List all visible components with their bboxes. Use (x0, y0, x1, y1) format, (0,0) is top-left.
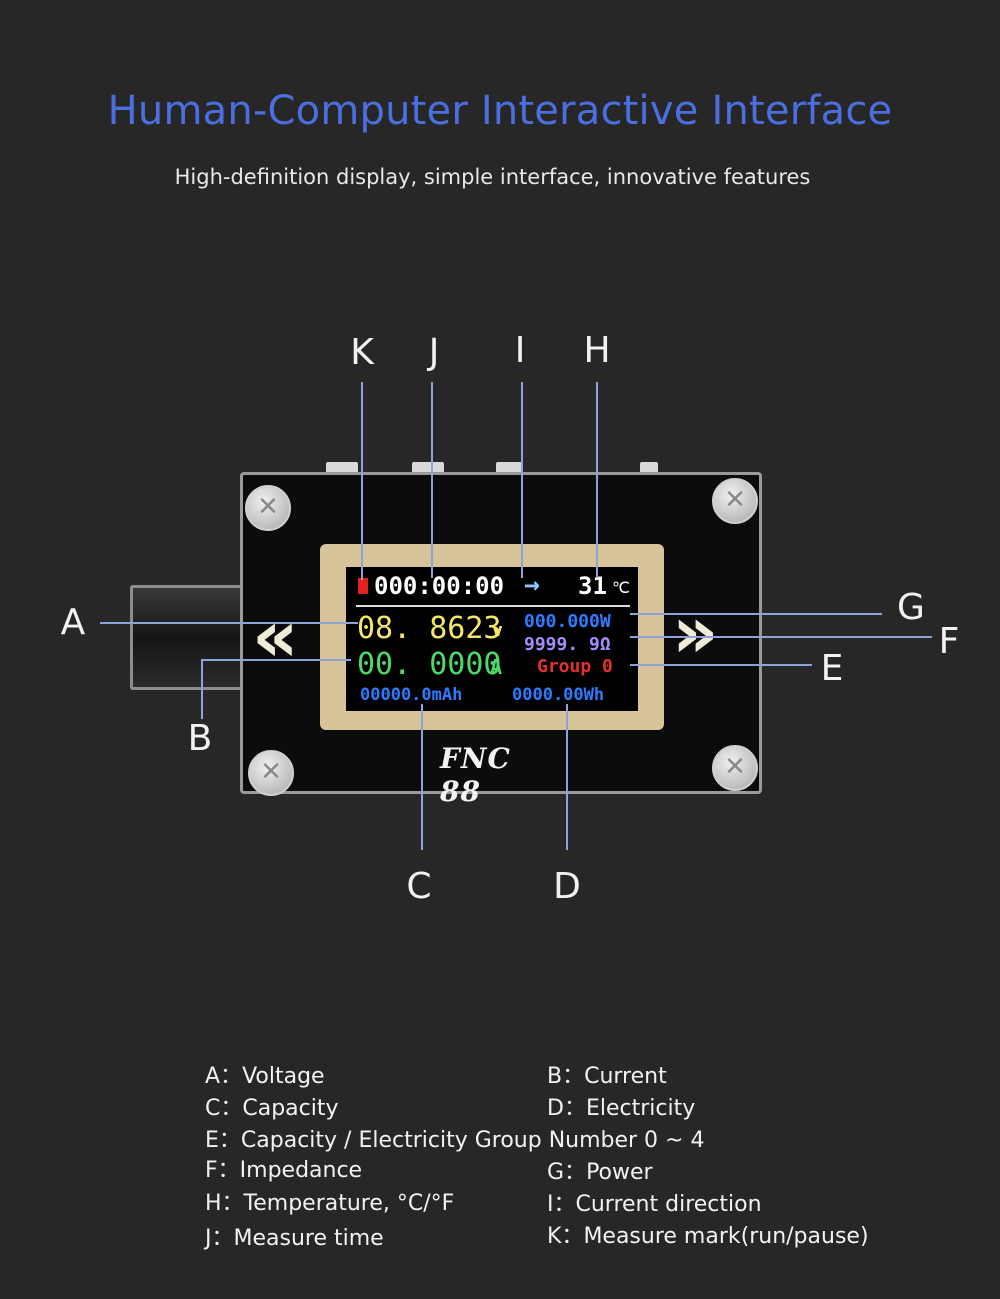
measure-time: 000:00:00 (374, 572, 505, 600)
callout-line-d (566, 704, 568, 850)
usb-c-connector (130, 585, 242, 690)
top-tab (326, 462, 358, 474)
screw-icon: ✕ (245, 485, 291, 531)
screw-icon: ✕ (248, 750, 294, 796)
legend-item: H：Temperature, °C/°F (205, 1191, 455, 1216)
top-tab (640, 462, 658, 474)
callout-label-j: J (428, 332, 440, 373)
callout-label-i: I (514, 330, 526, 371)
callout-line-j (431, 382, 433, 578)
temperature-unit: ℃ (612, 578, 630, 597)
callout-line-b (201, 659, 351, 661)
callout-label-h: H (583, 330, 611, 371)
screen-divider (356, 605, 630, 607)
callout-label-f: F (938, 621, 960, 662)
legend-item: I：Current direction (547, 1192, 762, 1217)
legend-item: C：Capacity (205, 1096, 339, 1121)
current-value: 00. 0000 (357, 647, 502, 682)
callout-line-i (521, 382, 523, 578)
callout-line-b-drop (201, 659, 203, 719)
top-tab (412, 462, 444, 474)
energy-value: 0000.00Wh (512, 685, 605, 705)
power-value: 000.000W (524, 611, 611, 632)
screw-icon: ✕ (712, 745, 758, 791)
callout-label-c: C (406, 866, 432, 907)
callout-line-g (630, 613, 882, 615)
callout-line-k (361, 382, 363, 580)
impedance-value: 9999. 9Ω (524, 634, 611, 655)
screw-icon: ✕ (712, 478, 758, 524)
legend-item: G：Power (547, 1160, 653, 1185)
top-tab (496, 462, 522, 474)
callout-label-k: K (350, 332, 374, 373)
callout-label-g: G (897, 587, 925, 628)
current-direction-arrow-icon: → (524, 570, 540, 600)
legend-item: J：Measure time (205, 1226, 384, 1251)
callout-label-e: E (820, 648, 844, 689)
capacity-value: 00000.0mAh (360, 685, 463, 705)
group-number: Group 0 (537, 656, 613, 677)
legend-item: B：Current (547, 1064, 667, 1089)
voltage-unit: v (492, 620, 503, 641)
temperature-value: 31 (578, 572, 607, 600)
run-mark-indicator (358, 578, 368, 594)
legend-item: A：Voltage (205, 1064, 325, 1089)
lcd-screen (346, 567, 638, 711)
callout-label-a: A (60, 602, 86, 643)
page-subtitle: High-definition display, simple interfac… (174, 165, 811, 189)
callout-line-e (630, 664, 812, 666)
voltage-value: 08. 8623 (357, 611, 502, 646)
legend-item: K：Measure mark(run/pause) (547, 1224, 869, 1249)
callout-line-a (100, 622, 358, 624)
legend-item: D：Electricity (547, 1096, 696, 1121)
left-chevron-icon: « (252, 594, 299, 678)
legend-item: F：Impedance (205, 1158, 363, 1183)
right-chevron-icon: » (672, 590, 719, 674)
callout-line-f (630, 636, 932, 638)
brand-label: FNC 88 (440, 742, 511, 808)
callout-label-b: B (187, 718, 213, 759)
page-title: Human-Computer Interactive Interface (107, 88, 893, 134)
callout-label-d: D (553, 866, 581, 907)
callout-line-h (596, 382, 598, 578)
callout-line-c (421, 704, 423, 850)
legend-item: E：Capacity / Electricity Group Number 0 … (205, 1128, 705, 1153)
current-unit: A (490, 655, 503, 679)
